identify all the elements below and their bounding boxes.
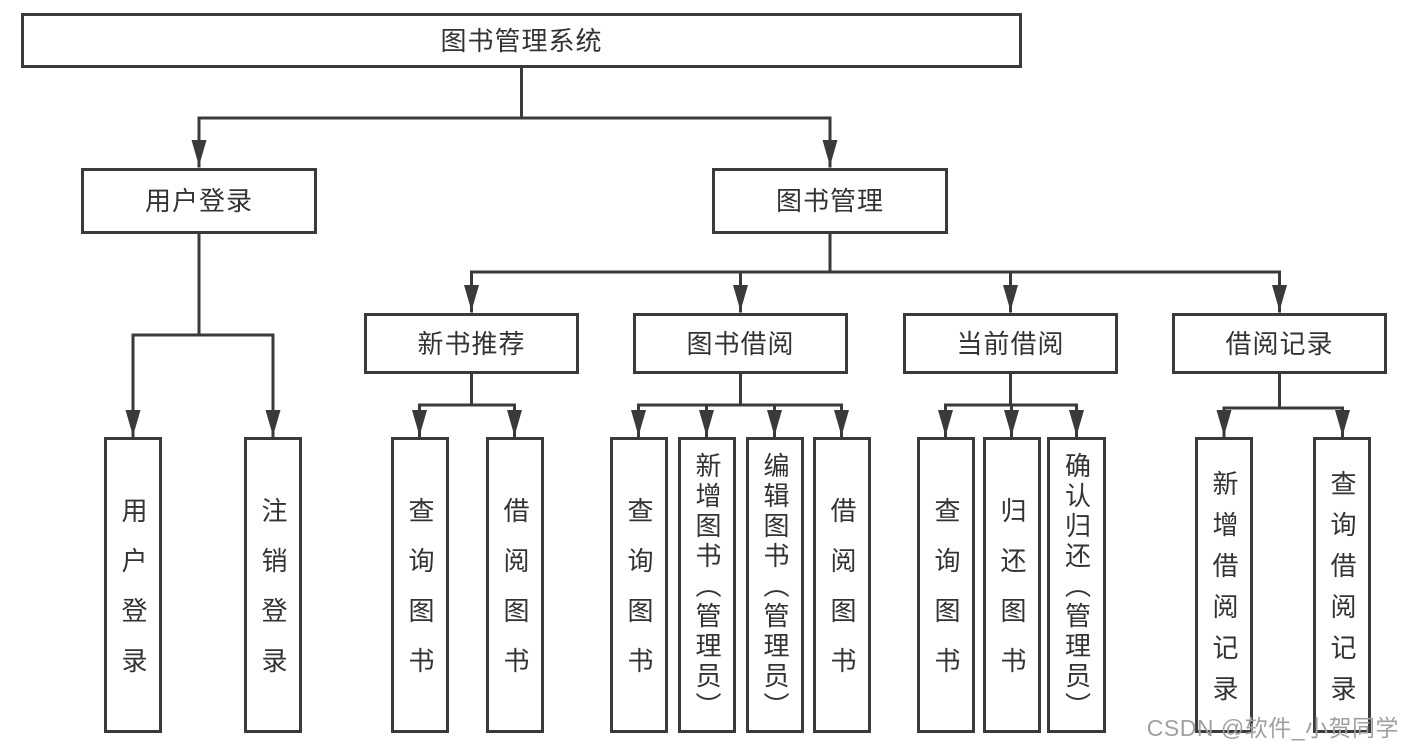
leaf-return-book-label: 归还图书 bbox=[997, 497, 1027, 697]
leaf-user-login: 用户登录 bbox=[104, 437, 162, 733]
leaf-borrow-books-recommend: 借阅图书 bbox=[486, 437, 544, 733]
connector-user-login-to-leaves bbox=[125, 232, 281, 438]
node-user-login-label: 用户登录 bbox=[144, 186, 253, 216]
leaf-borrow-books-label: 借阅图书 bbox=[827, 497, 857, 697]
watermark-text: CSDN @软件_小贺同学 bbox=[1146, 715, 1399, 741]
node-new-book-recommend: 新书推荐 bbox=[364, 313, 579, 374]
leaf-query-books-recommend-label: 查询图书 bbox=[405, 497, 435, 697]
leaf-add-book-admin: 新增图书（管理员） bbox=[678, 437, 736, 733]
leaf-query-borrow-record-label: 查询借阅记录 bbox=[1327, 469, 1357, 716]
leaf-confirm-return-admin-label: 确认归还（管理员） bbox=[1061, 452, 1092, 722]
node-root-label: 图书管理系统 bbox=[440, 25, 603, 56]
node-current-borrow: 当前借阅 bbox=[903, 313, 1118, 374]
node-book-management-label: 图书管理 bbox=[775, 186, 884, 216]
connector-borrow-records-to-leaves bbox=[1216, 372, 1350, 438]
node-book-management: 图书管理 bbox=[712, 168, 948, 234]
leaf-add-borrow-record-label: 新增借阅记录 bbox=[1209, 469, 1239, 716]
leaf-user-login-label: 用户登录 bbox=[118, 497, 148, 697]
leaf-query-books-current: 查询图书 bbox=[917, 437, 975, 733]
leaf-query-books-borrow-label: 查询图书 bbox=[624, 497, 654, 697]
leaf-query-borrow-record: 查询借阅记录 bbox=[1313, 437, 1371, 733]
leaf-query-books-current-label: 查询图书 bbox=[931, 497, 961, 697]
leaf-edit-book-admin-label: 编辑图书（管理员） bbox=[760, 452, 790, 722]
leaf-query-books-recommend: 查询图书 bbox=[391, 437, 449, 733]
node-borrow-records-label: 借阅记录 bbox=[1225, 328, 1334, 359]
leaf-borrow-books: 借阅图书 bbox=[813, 437, 871, 733]
node-new-book-recommend-label: 新书推荐 bbox=[417, 328, 526, 359]
leaf-borrow-books-recommend-label: 借阅图书 bbox=[500, 497, 530, 697]
leaf-logout: 注销登录 bbox=[244, 437, 302, 733]
leaf-confirm-return-admin: 确认归还（管理员） bbox=[1047, 437, 1106, 733]
leaf-query-books-borrow: 查询图书 bbox=[610, 437, 668, 733]
connector-root-to-level2 bbox=[191, 66, 838, 168]
leaf-return-book: 归还图书 bbox=[983, 437, 1041, 733]
leaf-logout-label: 注销登录 bbox=[258, 497, 288, 697]
leaf-add-book-admin-label: 新增图书（管理员） bbox=[692, 452, 722, 722]
connector-book-borrow-to-leaves bbox=[631, 372, 849, 438]
node-book-borrow: 图书借阅 bbox=[633, 313, 848, 374]
connector-current-borrow-to-leaves bbox=[938, 372, 1084, 438]
node-user-login: 用户登录 bbox=[81, 168, 317, 234]
leaf-edit-book-admin: 编辑图书（管理员） bbox=[746, 437, 804, 733]
connector-book-management-to-level3 bbox=[464, 232, 1287, 313]
node-current-borrow-label: 当前借阅 bbox=[956, 328, 1065, 359]
node-book-borrow-label: 图书借阅 bbox=[686, 328, 795, 359]
connector-new-book-recommend-to-leaves bbox=[412, 372, 522, 438]
node-borrow-records: 借阅记录 bbox=[1172, 313, 1387, 374]
node-root: 图书管理系统 bbox=[21, 13, 1022, 68]
leaf-add-borrow-record: 新增借阅记录 bbox=[1195, 437, 1253, 733]
